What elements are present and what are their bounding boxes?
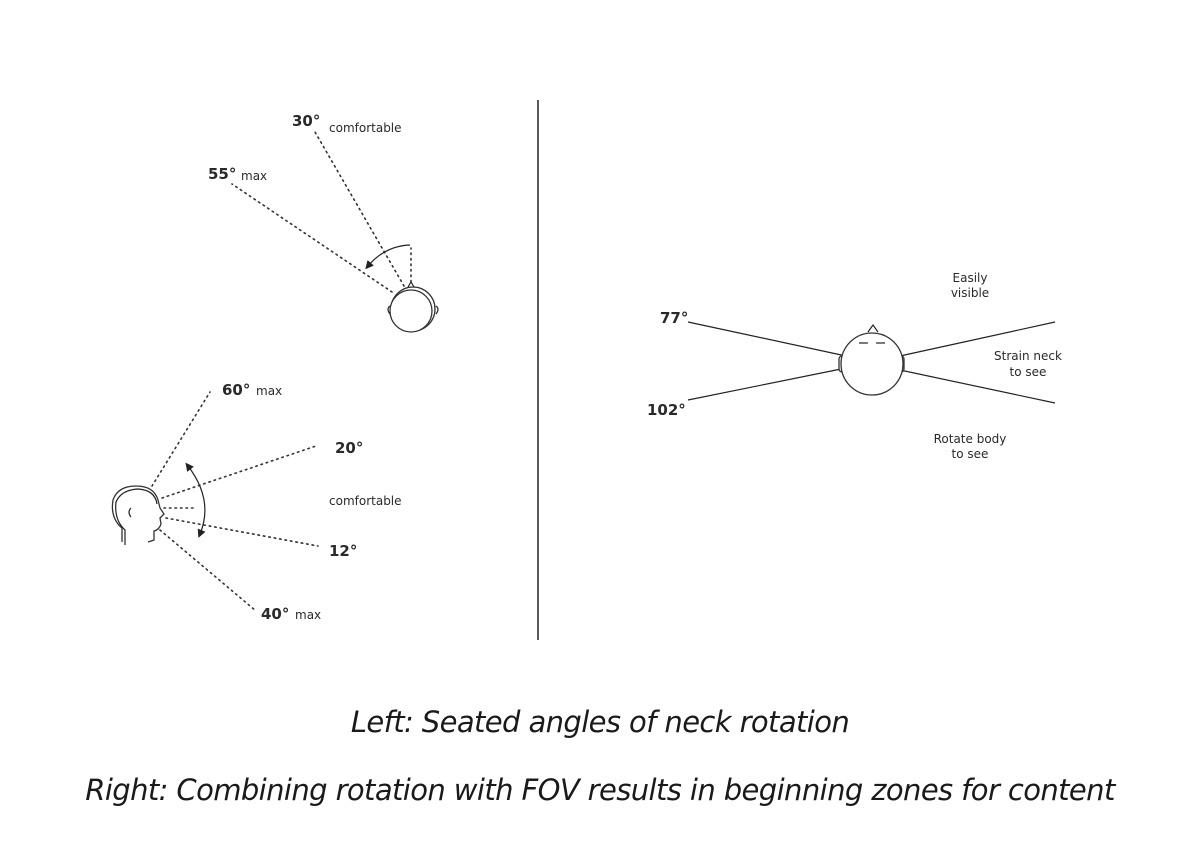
fov-line-lower-right bbox=[899, 369, 1056, 404]
line-20-up bbox=[161, 445, 317, 499]
comfortable-top-text: comfortable bbox=[329, 121, 402, 135]
zone-easily-visible-line1: Easily bbox=[953, 271, 988, 285]
angle-60-text: 60° bbox=[222, 381, 250, 399]
zone-easily-visible-line2: visible bbox=[951, 286, 989, 300]
caption-right: Right: Combining rotation with FOV resul… bbox=[85, 773, 1115, 807]
angle-30-text: 30° bbox=[292, 112, 320, 130]
angle-102-text: 102° bbox=[647, 401, 686, 419]
caption-left: Left: Seated angles of neck rotation bbox=[350, 705, 850, 739]
rotation-arrow-top bbox=[365, 244, 411, 270]
comfortable-side-text: comfortable bbox=[329, 494, 402, 508]
line-55-max bbox=[231, 183, 393, 293]
fov-line-77 bbox=[687, 321, 847, 357]
zone-rotate-body-line1: Rotate body bbox=[934, 432, 1007, 446]
angle-20-text: 20° bbox=[335, 439, 363, 457]
zone-strain-neck-line2: to see bbox=[1010, 365, 1047, 379]
head-top-view-icon bbox=[387, 280, 439, 333]
angle-40-text: 40° bbox=[261, 605, 289, 623]
fov-line-upper-right bbox=[899, 321, 1056, 357]
side-view-rotation-group: 60° max 20° comfortable 12° 40° max bbox=[111, 381, 402, 623]
angle-55-text: 55° bbox=[208, 165, 236, 183]
angle-12-text: 12° bbox=[329, 542, 357, 560]
max-55-text: max bbox=[241, 169, 267, 183]
line-60-max bbox=[151, 391, 211, 487]
zone-rotate-body-line2: to see bbox=[952, 447, 989, 461]
max-60-text: max bbox=[256, 384, 282, 398]
head-fov-icon bbox=[838, 323, 905, 396]
line-12-down bbox=[165, 517, 319, 547]
line-40-max bbox=[159, 529, 257, 612]
angle-77-text: 77° bbox=[660, 309, 688, 327]
zone-strain-neck-line1: Strain neck bbox=[994, 349, 1062, 363]
line-30-comfortable bbox=[314, 131, 405, 287]
fov-line-102 bbox=[687, 367, 847, 401]
top-view-rotation-group: 30° comfortable 55° max bbox=[208, 112, 439, 333]
head-side-view-icon bbox=[111, 485, 165, 545]
rotation-arrow-side bbox=[185, 462, 206, 538]
max-40-text: max bbox=[295, 608, 321, 622]
fov-zones-group: 77° 102° Easily visible Strain neck to s… bbox=[647, 271, 1062, 461]
